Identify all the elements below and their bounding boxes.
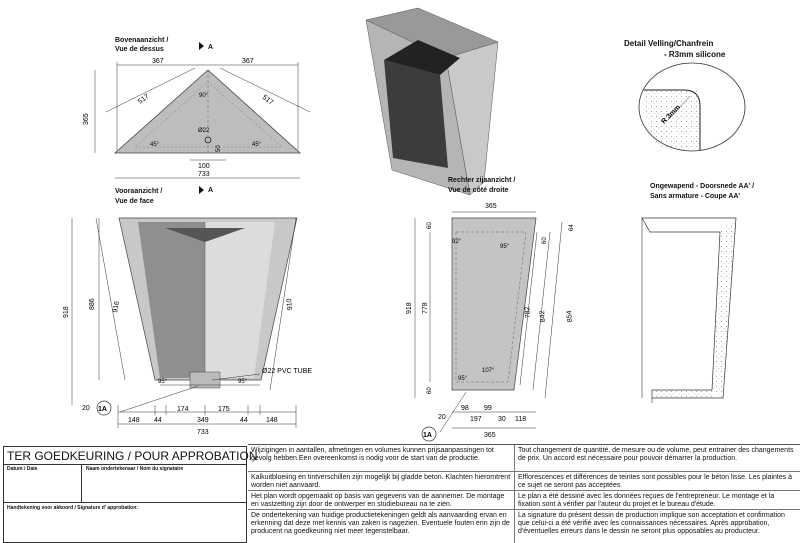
top-view-title-fr: Vue de dessus [115,46,164,53]
right-dim-99: 99 [484,405,492,412]
top-angle-left: 45° [150,142,160,148]
right-view-title-fr: Vue de côté droite [448,187,509,194]
section-view [641,217,737,403]
right-dim-30: 30 [498,416,506,423]
front-tube-label: Ø22 PVC TUBE [262,368,312,375]
right-angle-top-left: 92° [452,239,462,245]
front-view-title-nl: Vooraanzicht / [115,188,163,195]
front-callout: 1A [98,406,107,413]
top-view: 367 367 517 517 365 90° Ø22 50 100 733 4… [83,58,311,179]
note-row: Het plan wordt opgemaakt op basis van ge… [248,491,800,510]
note-fr: La signature du présent dessin de produc… [518,512,785,535]
front-dim-44-left: 44 [154,417,162,424]
top-dim-side-left: 517 [137,93,151,106]
front-dim-174: 174 [177,406,189,413]
right-h-782: 782 [524,306,532,318]
chamfer-title: Detail Velling/Chanfrein [624,39,714,48]
right-h-60-right: 60 [542,237,548,244]
right-view-title-nl: Rechter zijaanzicht / [448,177,516,184]
section-marks [199,42,204,194]
right-h-60-top: 60 [427,222,433,229]
right-dim-118: 118 [515,416,526,423]
top-dim-inner: 100 [198,163,210,170]
front-dim-148-right: 148 [266,417,278,424]
front-h-total: 918 [63,306,70,318]
note-row: Wijzigingen in aantallen, afmetingen en … [248,445,800,472]
top-dim-small: 50 [216,145,222,152]
front-h-inner: 886 [89,298,96,310]
iso-view [365,7,499,196]
top-section-mark: A [208,44,214,51]
top-dim-left: 367 [152,58,164,65]
approval-date-label: Datum / Date [7,466,38,472]
front-h-diag: 916 [112,301,121,314]
approval-name-label: Naam ondertekenaar / Nom du signataire [86,466,184,472]
approval-signature-label: Handtekening voor akkoord / Signature d'… [7,505,138,511]
right-dim-365-bottom: 365 [484,432,496,439]
front-dim-20: 20 [82,405,90,412]
front-angle-right: 95° [238,379,248,385]
right-angle-bottom: 107° [482,368,495,374]
right-angle-top-right: 95° [500,244,510,250]
note-row: Kalkuitbloeiing en tintverschillen zijn … [248,472,800,491]
note-nl: De ondertekening van huidige productiete… [251,512,510,535]
right-angle-bottom-2: 95° [458,376,468,382]
top-angle: 90° [199,93,209,99]
right-dim-365-top: 365 [485,203,497,210]
front-section-mark: A [208,187,214,194]
top-dim-total: 733 [198,171,210,178]
right-h-778: 778 [422,302,429,314]
note-fr: Tout changement de quantité, de mesure o… [518,447,794,462]
chamfer-detail: R 3mm [638,62,746,152]
front-view: 1A 918 886 916 910 Ø22 PVC TUBE 95° 95° … [63,217,312,436]
front-dim-148-left: 148 [128,417,140,424]
top-dim-side-right: 517 [261,94,275,107]
right-h-842: 842 [539,310,547,322]
section-title-fr: Sans armature - Coupe AA' [650,193,741,200]
approval-box: TER GOEDKEURING / POUR APPROBATION Datum… [3,446,257,543]
top-view-triangle [113,69,302,154]
right-callout: 1A [423,432,432,439]
top-angle-right: 45° [252,142,262,148]
right-h-854: 854 [566,310,574,322]
front-view-title-fr: Vue de face [115,198,154,205]
approval-title: TER GOEDKEURING / POUR APPROBATION [7,449,258,463]
section-title-nl: Ongewapend - Doorsnede AA' / [650,183,755,190]
front-angle-left: 95° [158,379,168,385]
front-h-right: 910 [286,298,294,310]
top-hole-label: Ø22 [198,128,210,134]
note-nl: Wijzigingen in aantallen, afmetingen en … [251,447,494,462]
right-dim-197: 197 [470,416,482,423]
front-dim-175: 175 [218,406,230,413]
note-row: De ondertekening van huidige productiete… [248,510,800,543]
front-dim-733: 733 [197,429,209,436]
right-dim-20: 20 [438,414,446,421]
top-view-title-nl: Bovenaanzicht / [115,37,169,44]
note-fr: Efflorescences et différences de teintes… [518,474,793,489]
top-dim-depth: 365 [83,113,90,125]
note-nl: Kalkuitbloeiing en tintverschillen zijn … [251,474,511,489]
right-h-60-bottom: 60 [427,387,433,394]
front-dim-349: 349 [197,417,209,424]
right-h-918: 918 [406,302,413,314]
front-dim-44-right: 44 [240,417,248,424]
note-nl: Het plan wordt opgemaakt op basis van ge… [251,493,505,508]
top-dim-right: 367 [242,58,254,65]
right-callout-circle [421,426,437,442]
chamfer-subtitle: - R3mm silicone [664,50,726,59]
right-h-64: 64 [569,224,575,231]
front-callout-circle [96,400,112,416]
notes-table: Wijzigingen in aantallen, afmetingen en … [248,444,800,543]
note-fr: Le plan a été dessiné avec les données r… [518,493,775,508]
right-view: 1A 365 918 778 60 60 782 842 854 60 64 9… [406,203,575,442]
right-dim-98: 98 [461,405,469,412]
